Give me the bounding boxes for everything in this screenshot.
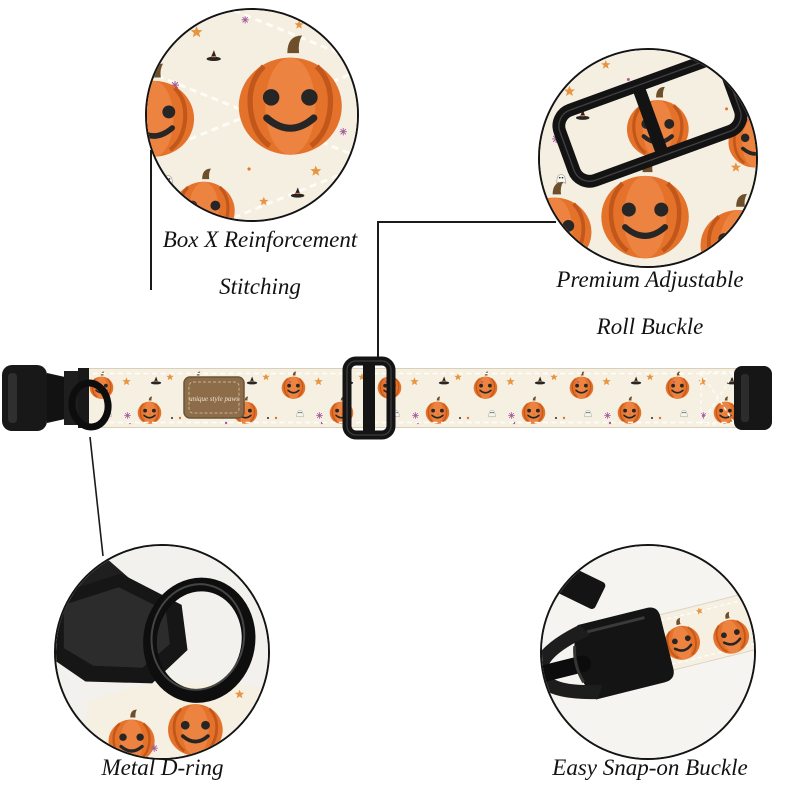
label-roll-buckle: Premium Adjustable Roll Buckle	[495, 266, 800, 340]
metal-d-ring	[68, 379, 112, 431]
sparkle-print	[241, 15, 250, 24]
brand-tag: unique style paws	[183, 376, 245, 419]
label-snap-buckle-line1: Easy Snap-on Buckle	[552, 755, 748, 780]
collar-product-photo: unique style paws	[2, 356, 772, 440]
leader-line-d-ring	[89, 436, 104, 557]
callout-circle-roll-buckle	[538, 48, 758, 268]
d-ring-loop	[78, 368, 89, 428]
sparkle-print	[339, 127, 348, 136]
ghost-print	[163, 175, 173, 186]
label-stitching-line2: Stitching	[219, 274, 301, 299]
callout-circle-stitching	[145, 8, 359, 222]
brand-tag-text: unique style paws	[189, 395, 239, 403]
roll-buckle-closeup-photo	[540, 50, 756, 266]
roll-buckle	[342, 356, 396, 440]
roll-buckle-hardware	[552, 53, 748, 188]
quilted-fabric-closeup	[147, 10, 357, 220]
snap-buckle-closeup-photo	[542, 546, 754, 758]
label-stitching: Box X Reinforcement Stitching	[110, 226, 410, 300]
snap-buckle-female	[734, 366, 772, 430]
label-roll-buckle-line1: Premium Adjustable	[556, 267, 744, 292]
d-ring-closeup-photo	[56, 546, 268, 758]
label-d-ring-line1: Metal D-ring	[101, 755, 224, 780]
metal-d-ring-hardware	[143, 577, 256, 703]
label-snap-buckle: Easy Snap-on Buckle	[495, 754, 800, 781]
fabric-strap	[80, 368, 740, 428]
callout-circle-d-ring	[54, 544, 270, 760]
label-stitching-line1: Box X Reinforcement	[162, 227, 358, 252]
callout-circle-snap-buckle	[540, 544, 756, 760]
sparkle-print	[150, 744, 159, 753]
label-d-ring: Metal D-ring	[40, 754, 285, 781]
label-roll-buckle-line2: Roll Buckle	[596, 314, 704, 339]
